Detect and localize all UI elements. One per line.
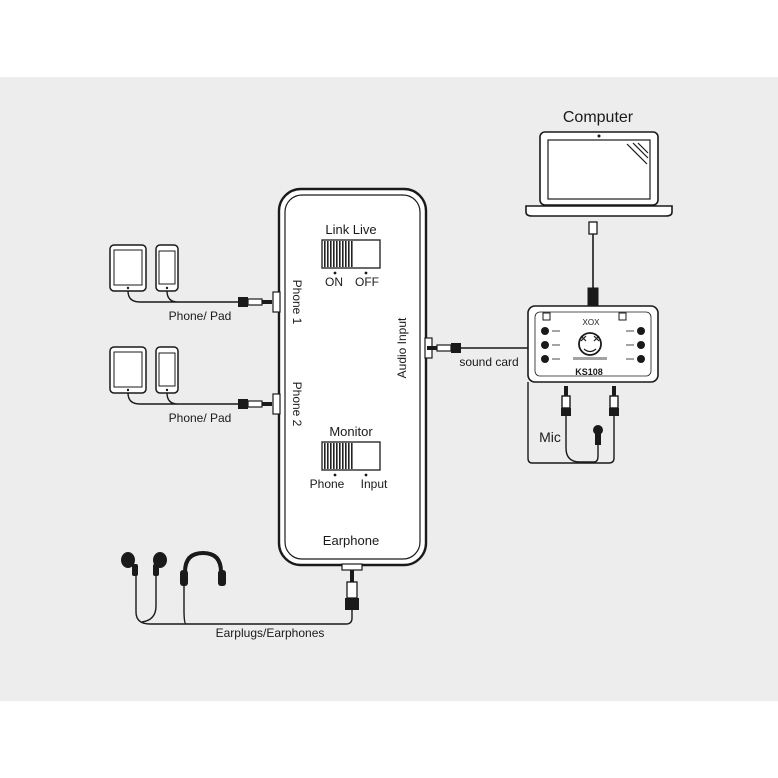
mic-cable xyxy=(527,382,619,464)
monitor-title: Monitor xyxy=(329,424,373,439)
earplugs-label: Earplugs/Earphones xyxy=(216,626,325,640)
sound-card-model: KS108 xyxy=(575,367,603,377)
mic-label: Mic xyxy=(539,429,561,445)
phone-pad-2-label: Phone/ Pad xyxy=(169,411,232,425)
laptop-icon xyxy=(525,131,673,217)
sound-card-device xyxy=(527,305,659,383)
link-live-on-label: ON xyxy=(325,275,343,289)
sound-card-brand: XOX xyxy=(583,318,601,327)
computer-label: Computer xyxy=(563,109,634,126)
link-live-off-label: OFF xyxy=(355,275,379,289)
live-device xyxy=(272,187,433,571)
phone2-jack-icon xyxy=(238,399,272,409)
phone1-jack-icon xyxy=(238,297,272,307)
link-live-switch[interactable] xyxy=(321,239,381,275)
link-live-title: Link Live xyxy=(325,222,376,237)
monitor-phone-label: Phone xyxy=(310,477,345,491)
tablet-icon xyxy=(109,346,147,394)
phone-icon xyxy=(155,244,179,292)
microphone-icon xyxy=(593,425,603,445)
earplugs-icon xyxy=(121,552,167,576)
earplug-right-cable xyxy=(141,570,157,623)
audio-input-jack-icon xyxy=(427,343,461,353)
earphone-jack-icon xyxy=(345,570,359,610)
phone-pad-1-label: Phone/ Pad xyxy=(169,309,232,323)
earphone-port-label: Earphone xyxy=(323,533,379,548)
phone-pad-2-cable xyxy=(127,392,238,405)
phone2-port-label: Phone 2 xyxy=(290,382,304,427)
phone-icon xyxy=(155,346,179,394)
monitor-input-label: Input xyxy=(361,477,388,491)
tablet-icon xyxy=(109,244,147,292)
monitor-switch[interactable] xyxy=(321,441,381,477)
phone-pad-1-cable xyxy=(127,290,238,303)
sound-card-label: sound card xyxy=(459,355,518,369)
earphones-cable xyxy=(135,574,353,625)
phone1-port-label: Phone 1 xyxy=(290,280,304,325)
headphones-icon xyxy=(180,550,226,586)
audio-input-label: Audio Input xyxy=(395,317,409,378)
